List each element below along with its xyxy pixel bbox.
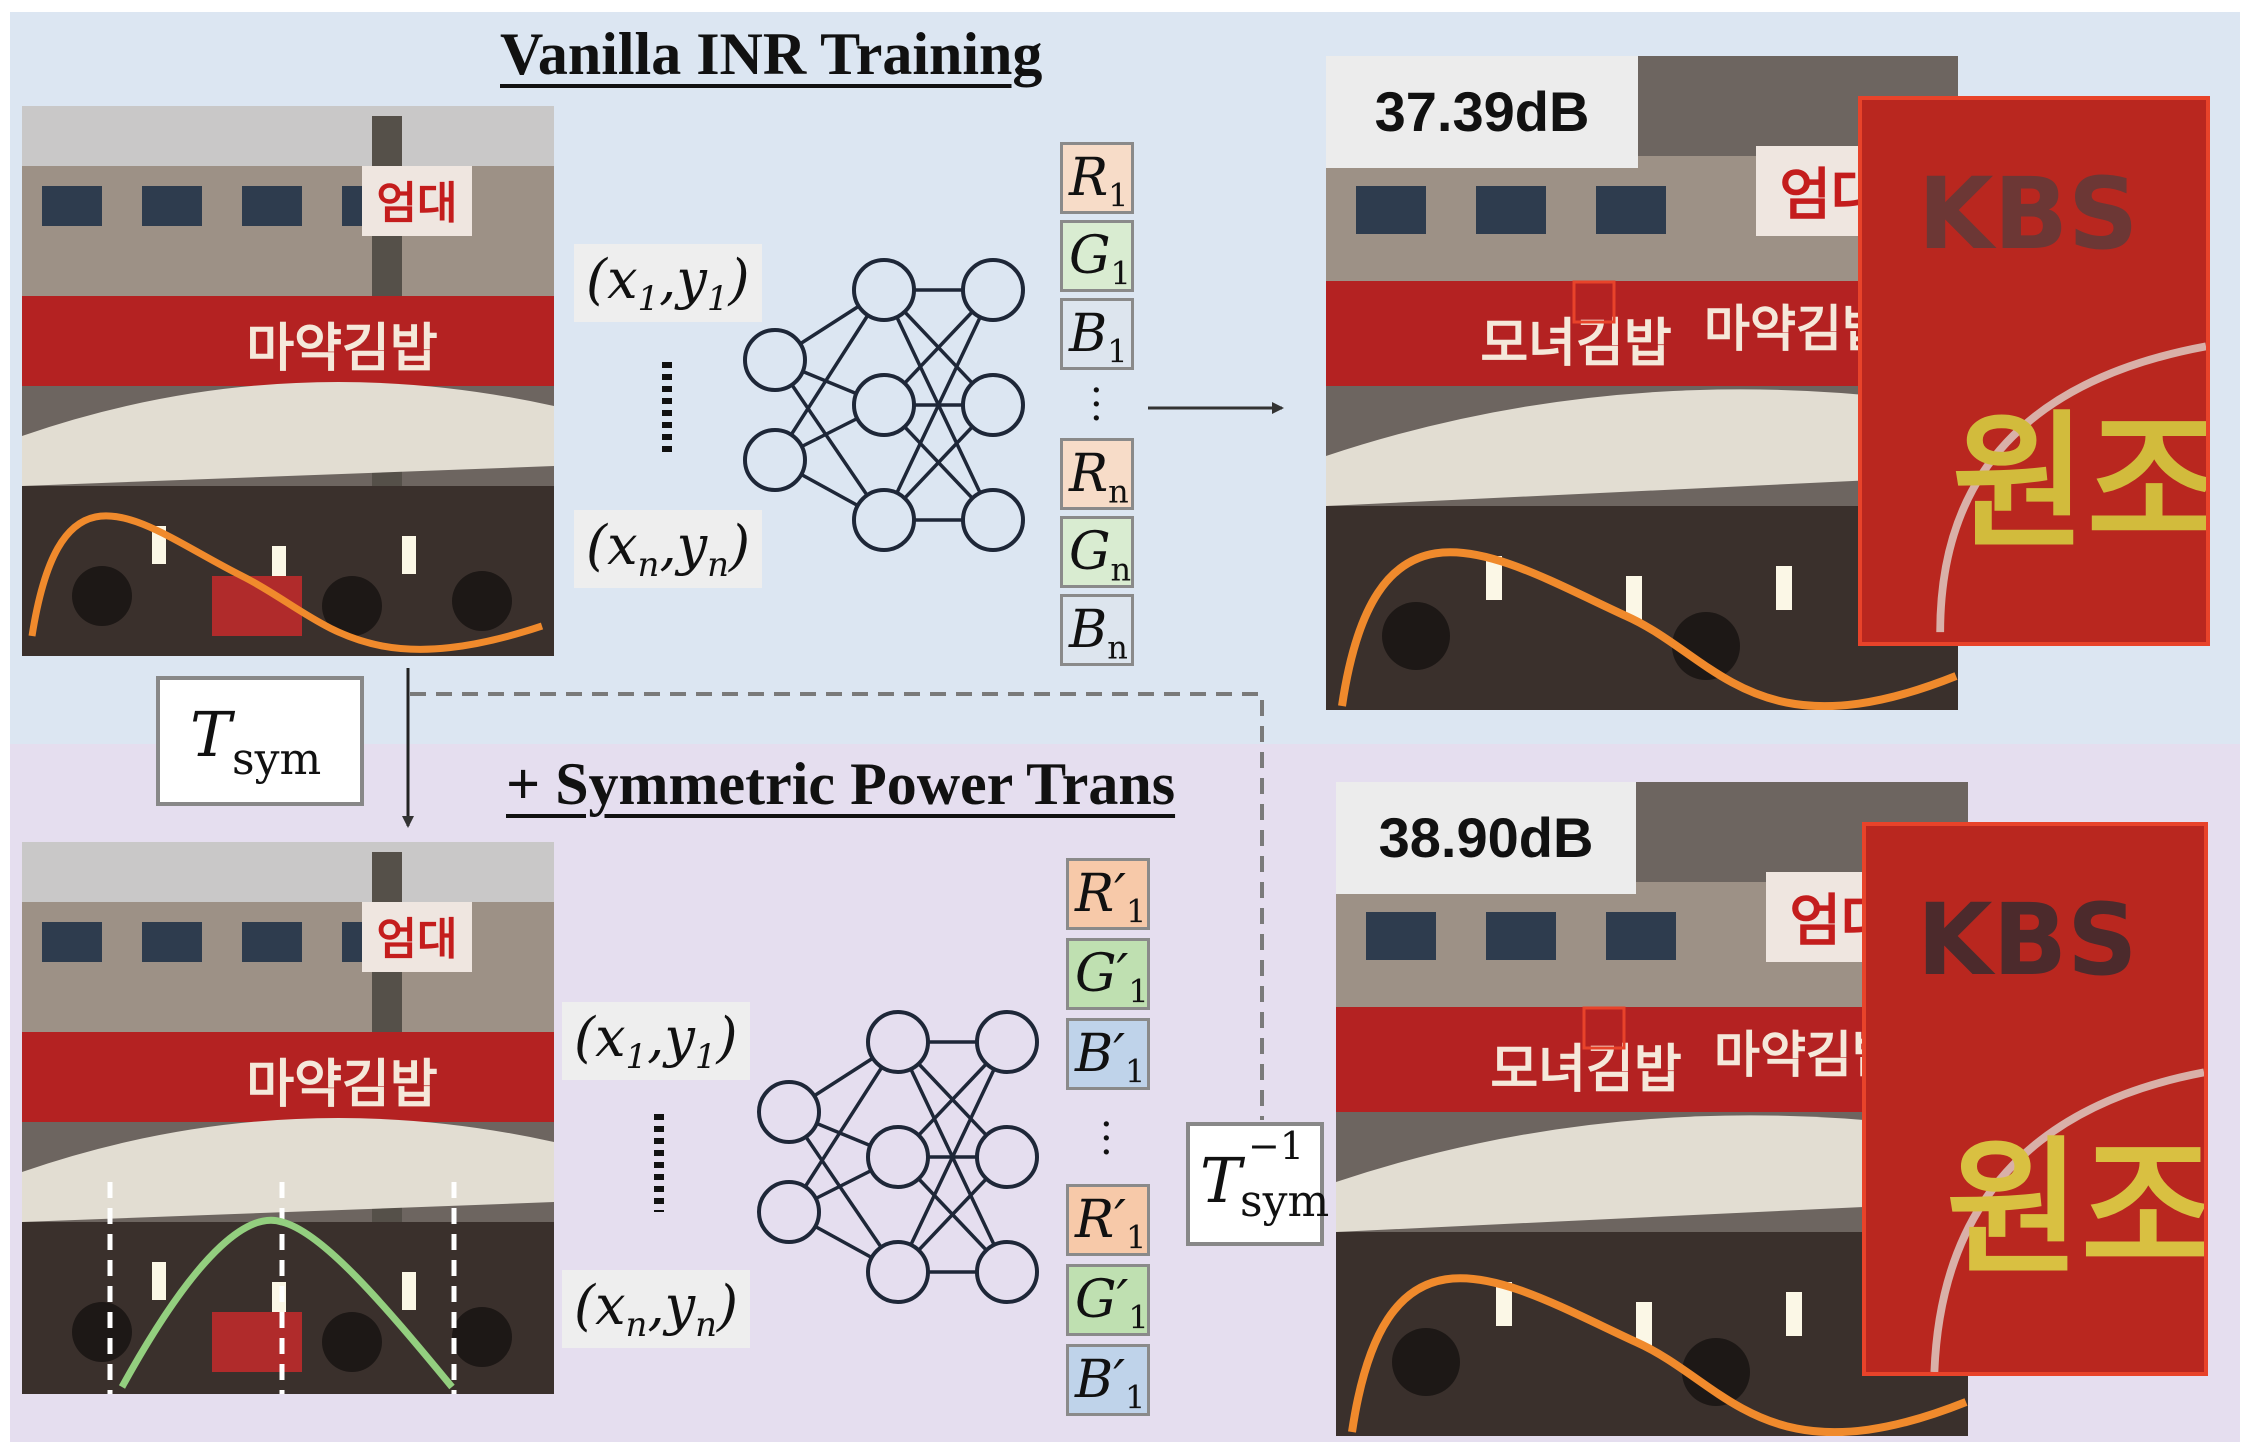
bottom-mlp-network	[757, 1010, 1039, 1304]
bottom-psnr-label: 38.90dB	[1336, 782, 1636, 894]
top-channel-ellipsis: ···	[1090, 368, 1103, 442]
top-channel-rn: Rn	[1060, 438, 1134, 510]
bottom-channel-bn: B′1	[1066, 1344, 1150, 1416]
bottom-channel-gn: G′1	[1066, 1264, 1150, 1336]
t-sym-inverse-subscript: sym	[1240, 1176, 1330, 1227]
top-channel-gn: Gn	[1060, 516, 1134, 588]
bottom-channel-ellipsis: ···	[1100, 1102, 1113, 1176]
bottom-coord-first: (x1,y1)	[562, 1002, 750, 1081]
top-output-curve	[1338, 548, 1958, 710]
input-sign-main: 마약김밥	[246, 319, 437, 379]
top-zoom-badge: 원조	[1952, 396, 2206, 569]
bottom-output-sign-side: 모녀김밥	[1490, 1040, 1681, 1100]
green-symmetric-curve	[118, 1216, 455, 1390]
input-image: 엄대 마약김밥	[22, 106, 554, 656]
top-mlp-network	[743, 258, 1025, 552]
top-zoom-region-marker	[1572, 280, 1616, 324]
bottom-channel-g1: G′1	[1066, 938, 1150, 1010]
orange-intensity-curve	[28, 512, 544, 653]
vanilla-title: Vanilla INR Training	[500, 21, 1043, 87]
bottom-coord-ellipsis	[654, 1114, 664, 1212]
top-output-sign-side: 모녀김밥	[1480, 314, 1671, 374]
bottom-coord-last: (xn,yn)	[562, 1270, 751, 1349]
top-channel-b1: B1	[1060, 298, 1134, 370]
top-psnr-label: 37.39dB	[1326, 56, 1638, 168]
bottom-zoom-badge: 원조	[1946, 1122, 2204, 1295]
symmetric-title: + Symmetric Power Trans	[506, 751, 1176, 817]
bottom-channel-r1: R′1	[1066, 858, 1150, 930]
top-channel-g1: G1	[1060, 220, 1134, 292]
bottom-zoom-text: KBS	[1917, 883, 2137, 998]
t-sym-inverse-symbol: T	[1200, 1144, 1242, 1217]
input-sign-top: 엄대	[377, 178, 458, 229]
top-channel-r1: R1	[1060, 142, 1134, 214]
top-coord-ellipsis	[662, 362, 672, 458]
top-output-sign-main: 마약김밥	[1704, 300, 1888, 358]
bottom-channel-rn: R′1	[1066, 1184, 1150, 1256]
bottom-zoom-region-marker	[1582, 1006, 1626, 1050]
top-coord-first: (x1,y1)	[574, 244, 762, 323]
bottom-channel-b1: B′1	[1066, 1018, 1150, 1090]
t-sym-inverse-box: T −1 sym	[1186, 1122, 1329, 1246]
transformed-image: 엄대 마약김밥	[22, 842, 554, 1394]
t-sym-subscript: sym	[232, 734, 322, 785]
bottom-zoom-inset: KBS 원조	[1862, 822, 2208, 1376]
bottom-output-curve	[1348, 1274, 1968, 1436]
top-zoom-text: KBS	[1918, 157, 2139, 271]
t-sym-inverse-superscript: −1	[1248, 1124, 1305, 1168]
top-coord-last: (xn,yn)	[574, 510, 763, 589]
top-zoom-inset: KBS 원조	[1858, 96, 2210, 646]
transformed-sign-top: 엄대	[377, 914, 458, 965]
t-sym-symbol: T	[190, 698, 232, 771]
transformed-sign-main: 마약김밥	[246, 1055, 437, 1115]
top-channel-bn: Bn	[1060, 594, 1134, 666]
patch-divider-lines	[107, 1182, 457, 1394]
t-sym-box: T sym	[156, 676, 364, 806]
